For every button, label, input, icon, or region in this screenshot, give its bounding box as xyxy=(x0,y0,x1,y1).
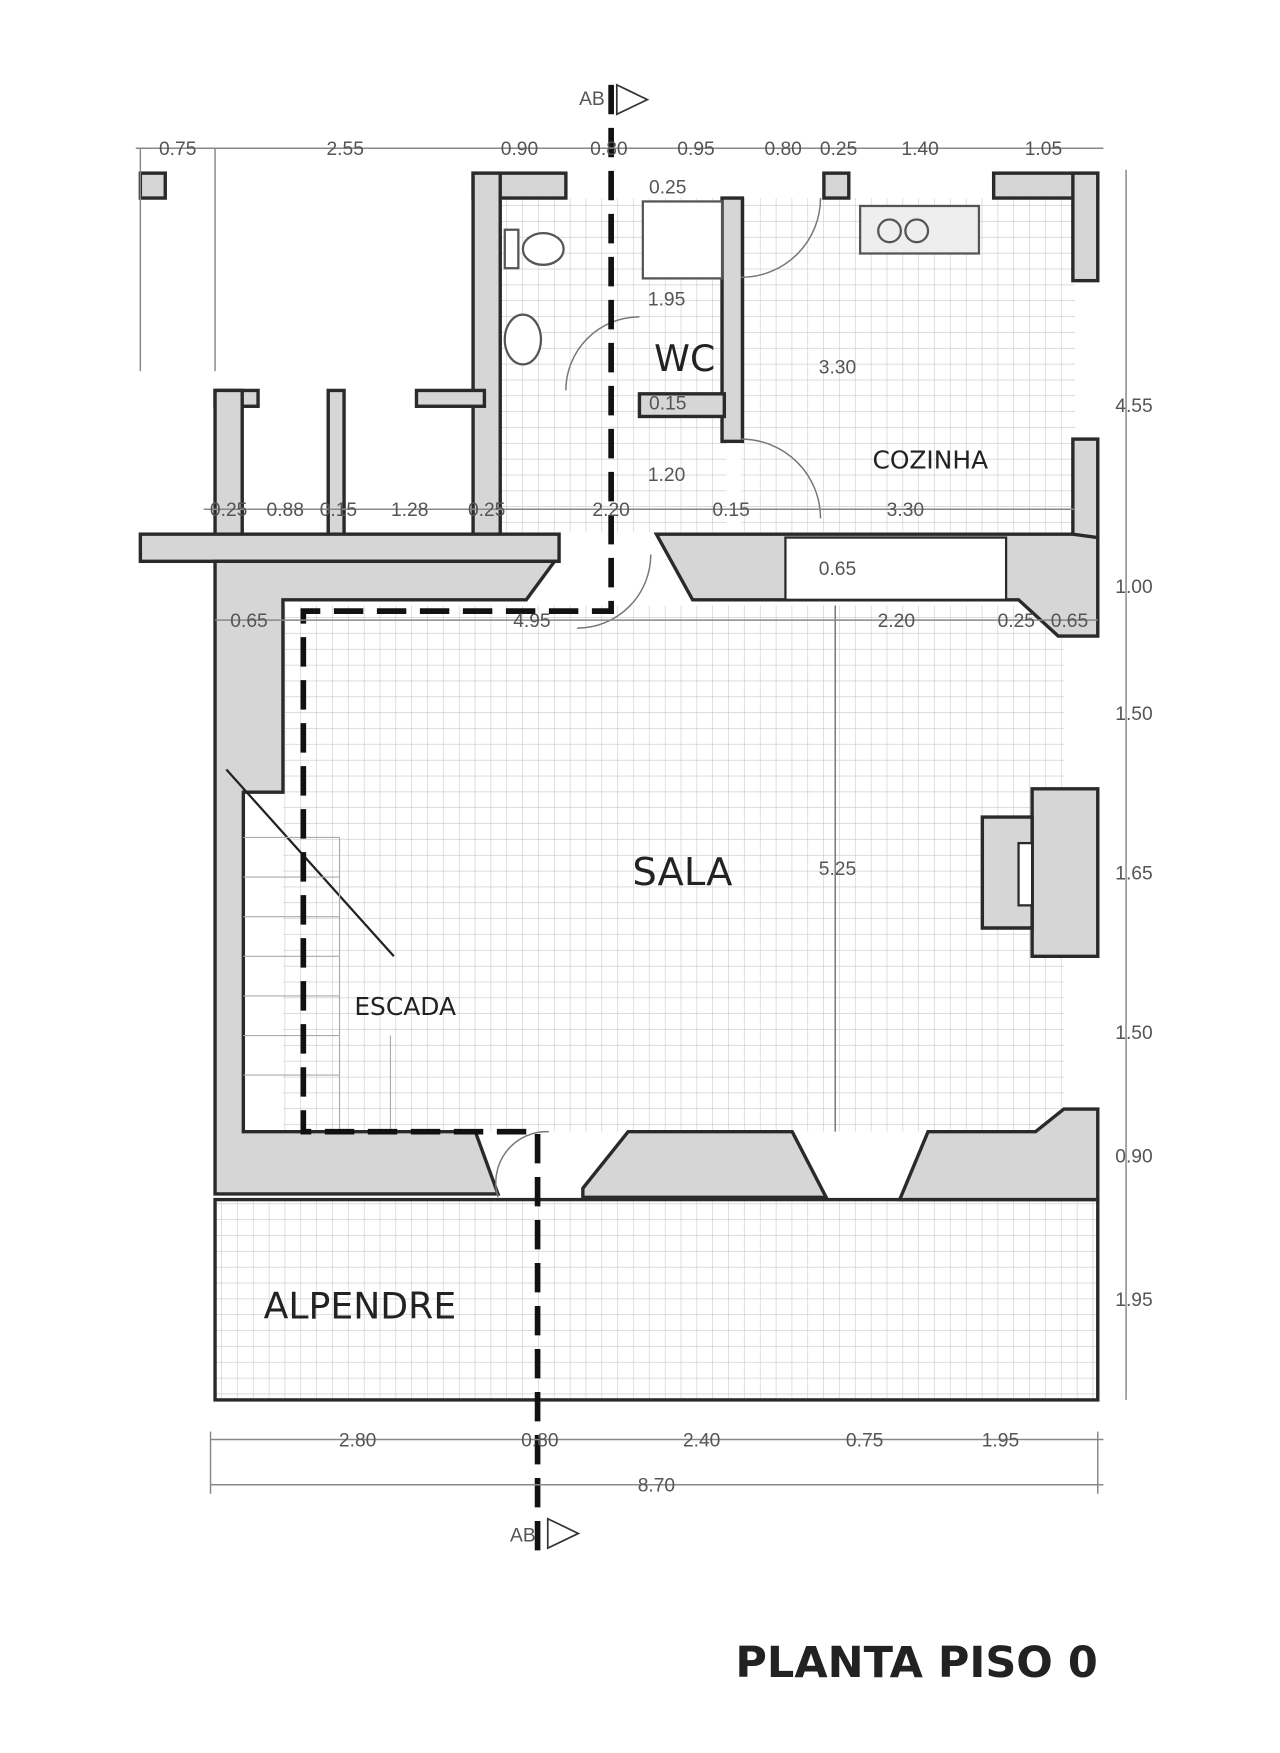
svg-text:0.65: 0.65 xyxy=(819,559,856,580)
svg-text:4.95: 4.95 xyxy=(513,611,550,632)
svg-text:0.15: 0.15 xyxy=(649,394,686,415)
svg-text:1.00: 1.00 xyxy=(1115,577,1152,598)
svg-text:3.30: 3.30 xyxy=(819,357,856,378)
svg-text:2.20: 2.20 xyxy=(592,500,629,521)
svg-text:AB: AB xyxy=(579,89,605,110)
svg-text:0.75: 0.75 xyxy=(159,139,196,160)
interior-dimensions: 0.25 1.95 3.30 0.15 1.20 0.65 5.25 xyxy=(648,178,856,880)
svg-text:2.80: 2.80 xyxy=(339,1430,376,1451)
svg-text:1.20: 1.20 xyxy=(648,465,685,486)
svg-text:1.05: 1.05 xyxy=(1025,139,1062,160)
section-marker-bottom: AB xyxy=(510,1517,581,1550)
plan-title: PLANTA PISO 0 xyxy=(735,1638,1097,1688)
svg-text:0.25: 0.25 xyxy=(468,500,505,521)
room-label-cozinha: COZINHA xyxy=(872,446,988,475)
svg-text:0.65: 0.65 xyxy=(1051,611,1088,632)
svg-text:0.15: 0.15 xyxy=(320,500,357,521)
room-label-wc: WC xyxy=(654,337,715,380)
section-cut-line xyxy=(300,84,614,1551)
svg-text:0.65: 0.65 xyxy=(230,611,267,632)
alpendre-floor xyxy=(213,1197,1100,1402)
room-label-alpendre: ALPENDRE xyxy=(264,1284,457,1327)
svg-text:4.55: 4.55 xyxy=(1115,396,1152,417)
svg-text:2.20: 2.20 xyxy=(878,611,915,632)
mid-dimensions: 0.25 0.88 0.15 1.28 0.25 2.20 0.15 3.30 … xyxy=(210,500,1088,632)
svg-text:1.65: 1.65 xyxy=(1115,863,1152,884)
svg-text:0.25: 0.25 xyxy=(210,500,247,521)
walls xyxy=(138,171,1100,1202)
svg-text:5.25: 5.25 xyxy=(819,859,856,880)
fixtures xyxy=(225,198,981,1198)
svg-text:0.90: 0.90 xyxy=(1115,1146,1152,1167)
sala-floor xyxy=(282,605,1064,1132)
svg-text:0.90: 0.90 xyxy=(501,139,538,160)
svg-text:1.50: 1.50 xyxy=(1115,704,1152,725)
svg-text:1.95: 1.95 xyxy=(1115,1290,1152,1311)
svg-text:0.80: 0.80 xyxy=(590,139,627,160)
svg-text:0.80: 0.80 xyxy=(764,139,801,160)
svg-text:0.88: 0.88 xyxy=(267,500,304,521)
svg-text:1.95: 1.95 xyxy=(982,1430,1019,1451)
svg-text:0.95: 0.95 xyxy=(677,139,714,160)
svg-text:0.15: 0.15 xyxy=(712,500,749,521)
svg-text:2.55: 2.55 xyxy=(326,139,363,160)
svg-text:0.80: 0.80 xyxy=(521,1430,558,1451)
section-marker-top: AB xyxy=(579,83,650,116)
top-dimensions: 0.75 2.55 0.90 0.80 0.95 0.80 0.25 1.40 … xyxy=(159,139,1062,160)
dimension-lines xyxy=(135,147,1127,1494)
right-dimensions: 4.55 1.00 1.50 1.65 1.50 0.90 1.95 xyxy=(1115,396,1152,1311)
bottom-dimensions: 2.80 0.80 2.40 0.75 1.95 8.70 xyxy=(339,1430,1019,1496)
room-label-sala: SALA xyxy=(632,850,732,895)
svg-text:8.70: 8.70 xyxy=(638,1476,675,1497)
svg-text:3.30: 3.30 xyxy=(887,500,924,521)
svg-text:1.28: 1.28 xyxy=(391,500,428,521)
svg-text:1.50: 1.50 xyxy=(1115,1023,1152,1044)
svg-text:1.95: 1.95 xyxy=(648,290,685,311)
svg-text:0.25: 0.25 xyxy=(820,139,857,160)
room-label-escada: ESCADA xyxy=(354,992,456,1021)
svg-text:0.25: 0.25 xyxy=(649,178,686,199)
svg-text:2.40: 2.40 xyxy=(683,1430,720,1451)
svg-text:AB: AB xyxy=(510,1525,536,1546)
svg-text:0.75: 0.75 xyxy=(846,1430,883,1451)
svg-text:1.40: 1.40 xyxy=(901,139,938,160)
svg-text:0.25: 0.25 xyxy=(998,611,1035,632)
